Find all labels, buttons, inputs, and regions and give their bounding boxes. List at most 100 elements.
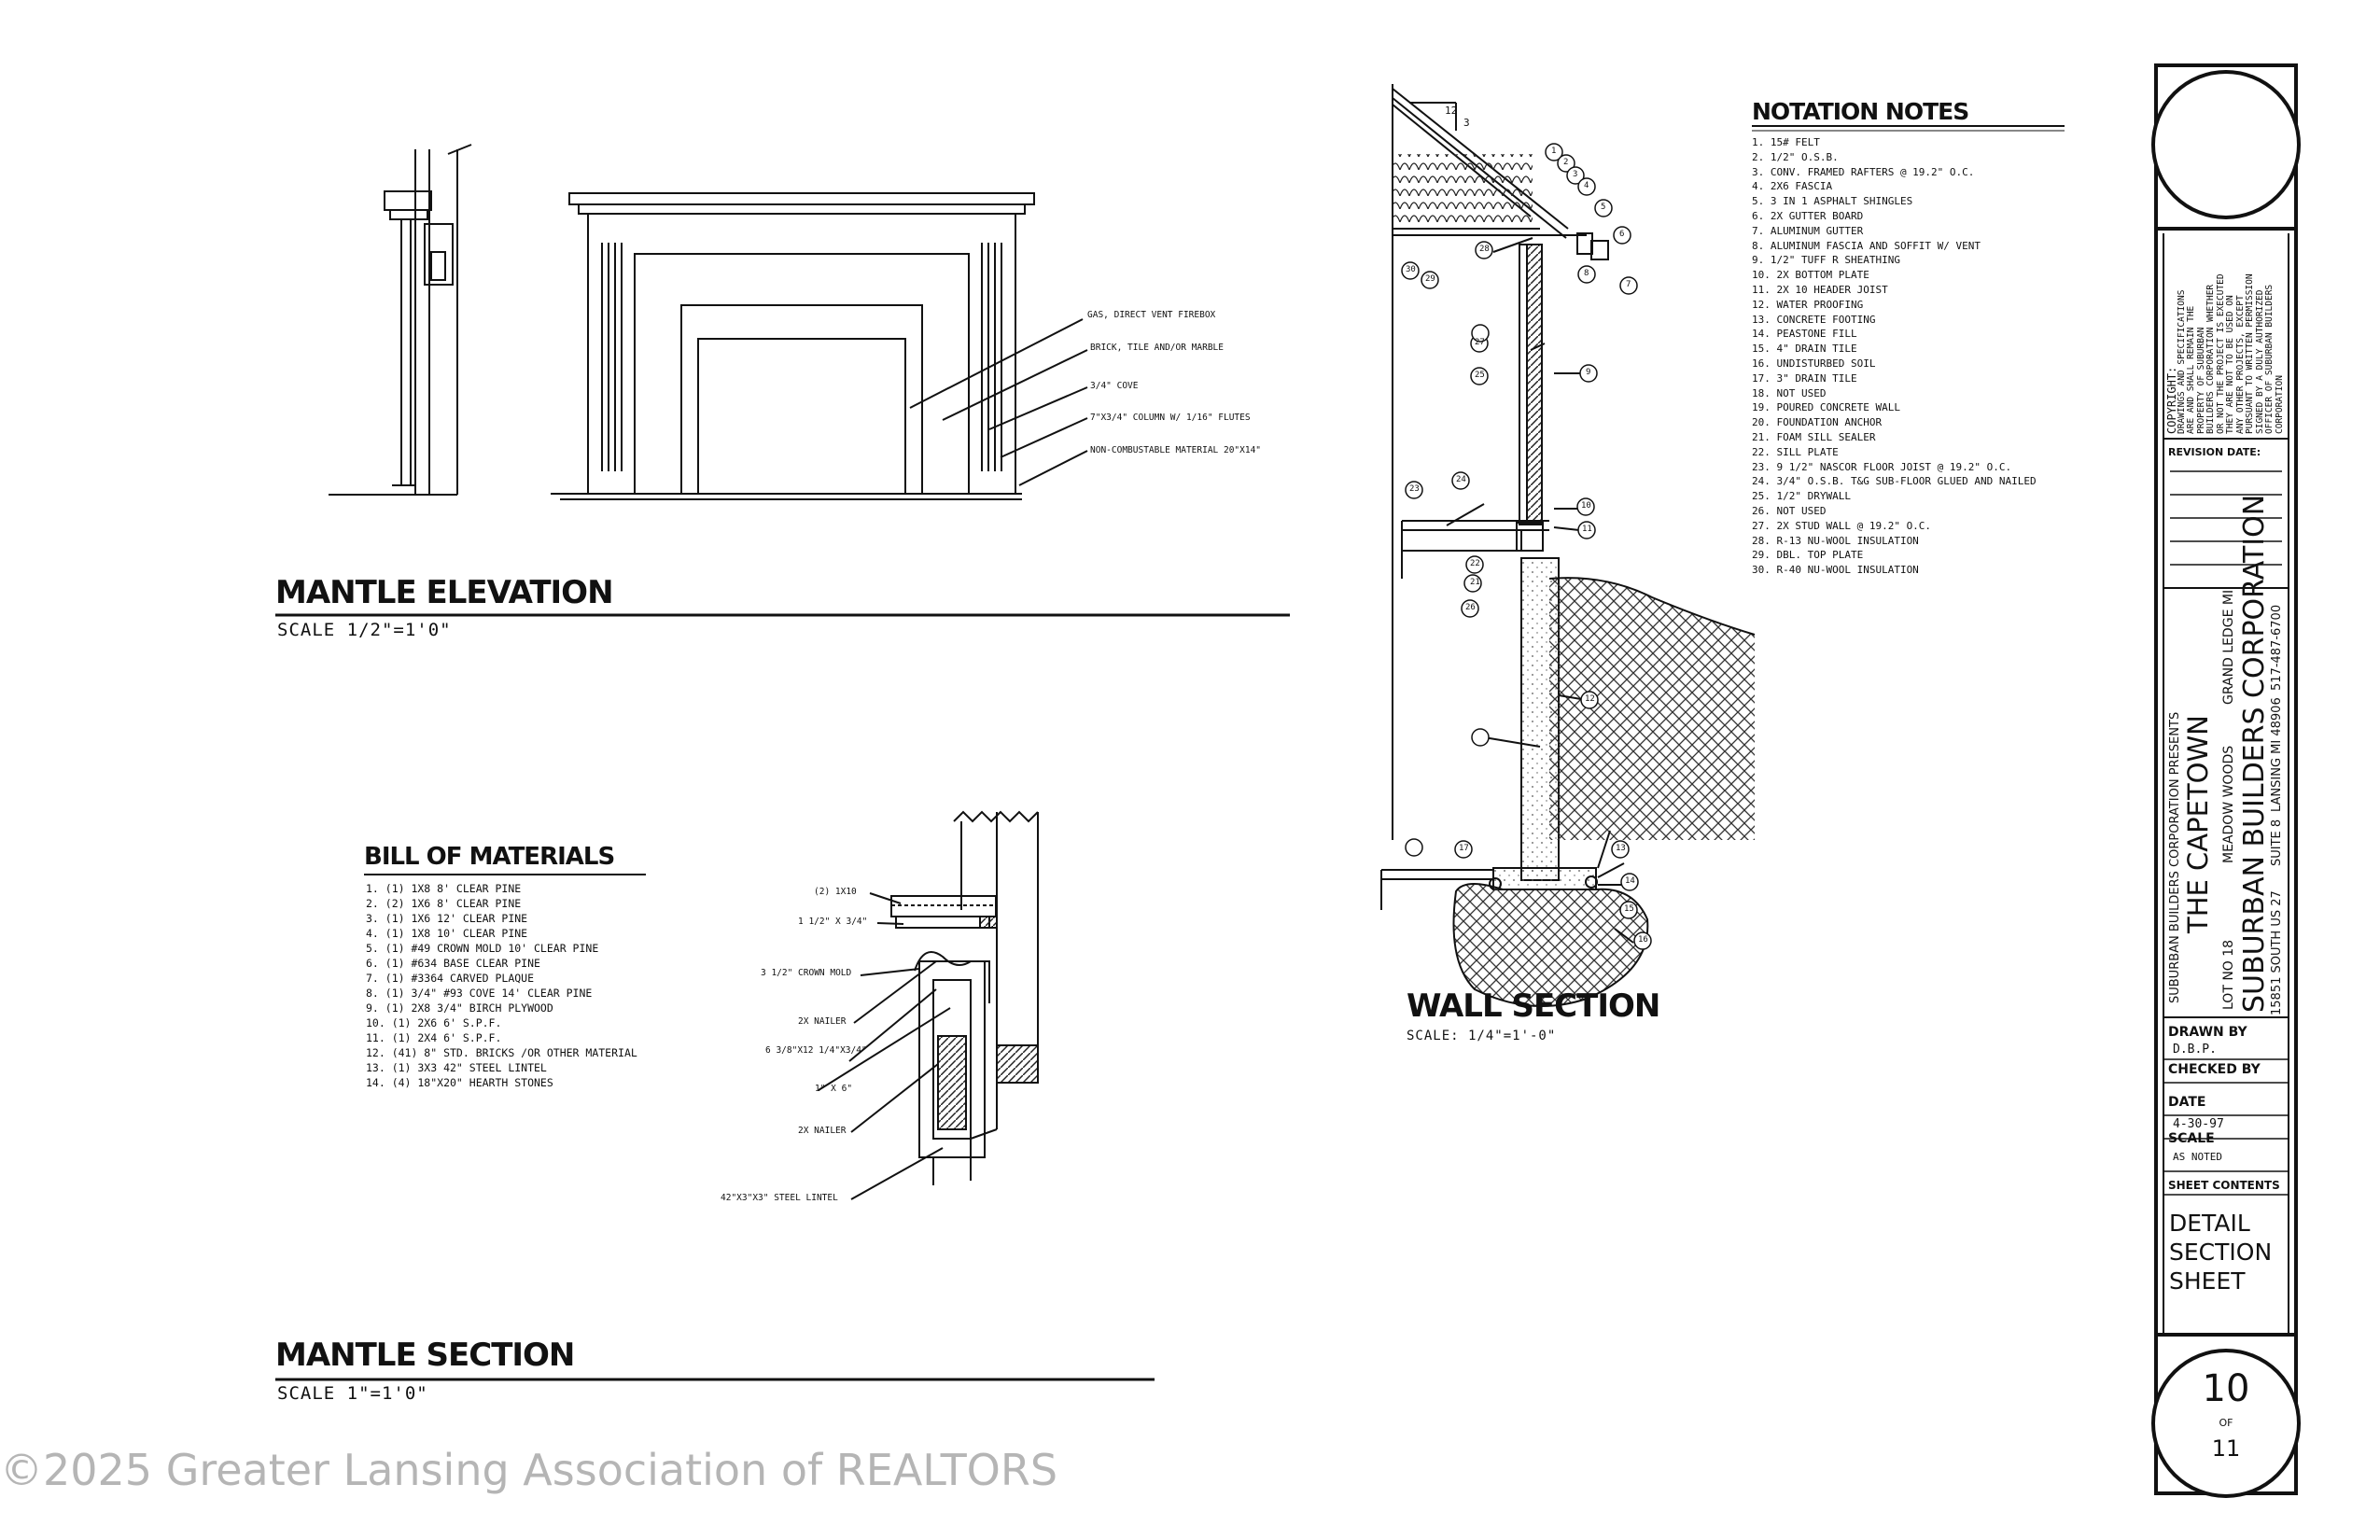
company-name: SUBURBAN BUILDERS CORPORATION (2238, 494, 2271, 1013)
marker-label: 24 (1456, 475, 1466, 484)
mantle-side-view (329, 144, 472, 496)
notation-notes-title: NOTATION NOTES (1752, 98, 1969, 125)
note-item: 28. R-13 NU-WOOL INSULATION (1752, 534, 1919, 547)
note-item: 11. 2X 10 HEADER JOIST (1752, 283, 1888, 296)
note-item: 27. 2X STUD WALL @ 19.2" O.C. (1752, 519, 1932, 532)
mantle-section-view (818, 810, 1039, 1200)
copyright-block: COPYRIGHT: DRAWINGS AND SPECIFICATIONS A… (2165, 273, 2285, 434)
note-item: 8. ALUMINUM FASCIA AND SOFFIT W/ VENT (1752, 239, 1981, 252)
copyright-line: THEY ARE NOT TO BE USED ON (2225, 295, 2235, 434)
notation-notes-list: 1. 15# FELT 2. 1/2" O.S.B. 3. CONV. FRAM… (1752, 135, 2037, 578)
mantle-front-view (551, 192, 1088, 500)
section-callout-nailer: 2X NAILER (798, 1016, 847, 1027)
callout-column: 7"X3/4" COLUMN W/ 1/16" FLUTES (1090, 413, 1251, 423)
marker-label: 3 (1573, 170, 1578, 179)
mantle-elevation-title: MANTLE ELEVATION (275, 574, 614, 611)
checked-by-label: CHECKED BY (2168, 1062, 2261, 1077)
drawn-by-label: DRAWN BY (2168, 1025, 2247, 1040)
marker-label: 15 (1624, 904, 1634, 914)
note-item: 21. FOAM SILL SEALER (1752, 430, 1876, 443)
bom-item: 12. (41) 8" STD. BRICKS /OR OTHER MATERI… (366, 1046, 637, 1059)
section-callout-crown: 3 1/2" CROWN MOLD (761, 968, 852, 978)
city-state: LANSING MI 48906 (2270, 697, 2284, 812)
sheet-of: OF (2219, 1417, 2233, 1429)
note-item: 24. 3/4" O.S.B. T&G SUB-FLOOR GLUED AND … (1752, 475, 2037, 488)
bom-item: 6. (1) #634 BASE CLEAR PINE (366, 957, 540, 970)
date-value: 4-30-97 (2173, 1117, 2224, 1131)
bom-item: 4. (1) 1X8 10' CLEAR PINE (366, 927, 528, 940)
note-item: 5. 3 IN 1 ASPHALT SHINGLES (1752, 195, 1913, 208)
bom-item: 13. (1) 3X3 42" STEEL LINTEL (366, 1061, 547, 1074)
marker-label: 5 (1601, 203, 1606, 212)
pitch-rise: 3 (1463, 117, 1470, 129)
date-label: DATE (2168, 1095, 2206, 1110)
note-item: 4. 2X6 FASCIA (1752, 180, 1833, 193)
section-callout-trim: 1 1/2" X 3/4" (798, 917, 868, 927)
bom-item: 7. (1) #3364 CARVED PLAQUE (366, 972, 535, 985)
marker-label: 14 (1625, 876, 1635, 886)
note-item: 2. 1/2" O.S.B. (1752, 150, 1839, 163)
marker-label: 11 (1582, 525, 1592, 534)
marker-label: 7 (1626, 280, 1631, 289)
marker-label: 2 (1563, 158, 1569, 167)
bom-item: 8. (1) 3/4" #93 COVE 14' CLEAR PINE (366, 987, 593, 1000)
note-item: 1. 15# FELT (1752, 136, 1820, 148)
marker-label: 17 (1459, 844, 1469, 853)
marker-label: 12 (1585, 694, 1595, 704)
note-item: 17. 3" DRAIN TILE (1752, 371, 1857, 385)
sheet-contents-line: SHEET (2169, 1267, 2246, 1295)
wall-section-scale: SCALE: 1/4"=1'-0" (1407, 1029, 1557, 1043)
callout-noncombustable: NON-COMBUSTABLE MATERIAL 20"X14" (1090, 445, 1262, 455)
note-item: 16. UNDISTURBED SOIL (1752, 357, 1876, 370)
note-item: 3. CONV. FRAMED RAFTERS @ 19.2" O.C. (1752, 165, 1975, 178)
note-item: 29. DBL. TOP PLATE (1752, 549, 1864, 562)
copyright-line: BUILDERS CORPORATION WHETHER (2205, 284, 2216, 434)
bom-item: 5. (1) #49 CROWN MOLD 10' CLEAR PINE (366, 942, 599, 955)
note-item: 22. SILL PLATE (1752, 445, 1839, 458)
marker-label: 13 (1616, 844, 1626, 853)
marker-label: 29 (1425, 274, 1435, 284)
marker-label: 25 (1475, 371, 1485, 380)
note-item: 6. 2X GUTTER BOARD (1752, 209, 1864, 222)
title-block-frame (2151, 63, 2301, 1498)
marker-label: 8 (1584, 269, 1589, 278)
drawn-by-value: D.B.P. (2173, 1043, 2217, 1057)
copyright-line: PURSUANT TO WRITTEN PERMISSION (2245, 273, 2255, 434)
sheet-total: 11 (2211, 1435, 2241, 1462)
copyright-line: CORPORATION (2274, 375, 2285, 434)
scale-value: AS NOTED (2173, 1151, 2222, 1163)
section-callout-plaque: 6 3/8"X12 1/4"X3/4" (765, 1045, 867, 1056)
bom-title: BILL OF MATERIALS (364, 843, 615, 871)
note-item: 15. 4" DRAIN TILE (1752, 343, 1857, 356)
bom-item: 3. (1) 1X6 12' CLEAR PINE (366, 912, 528, 925)
marker-label: 6 (1619, 230, 1625, 239)
bom-item: 9. (1) 2X8 3/4" BIRCH PLYWOOD (366, 1001, 553, 1015)
copyright-line: OFFICER OF SUBURBAN BUILDERS (2264, 284, 2275, 434)
marker-label: 16 (1638, 935, 1648, 945)
note-item: 10. 2X BOTTOM PLATE (1752, 269, 1869, 282)
marker-label: 9 (1586, 368, 1591, 377)
note-item: 9. 1/2" TUFF R SHEATHING (1752, 254, 1900, 267)
sheet-number: 10 (2202, 1367, 2250, 1410)
bom-list: 1. (1) 1X8 8' CLEAR PINE 2. (2) 1X6 8' C… (366, 881, 637, 1090)
note-item: 13. CONCRETE FOOTING (1752, 313, 1876, 326)
note-item: 23. 9 1/2" NASCOR FLOOR JOIST @ 19.2" O.… (1752, 460, 2012, 473)
wall-section-markers (1401, 143, 1652, 950)
section-callout-lintel: 42"X3"X3" STEEL LINTEL (721, 1193, 838, 1203)
watermark: ©2025 Greater Lansing Association of REA… (0, 1445, 1058, 1495)
city: GRAND LEDGE MI (2221, 589, 2236, 705)
note-item: 30. R-40 NU-WOOL INSULATION (1752, 564, 1919, 577)
callout-firebox: GAS, DIRECT VENT FIREBOX (1087, 310, 1216, 320)
presents-line: SUBURBAN BUILDERS CORPORATION PRESENTS (2168, 711, 2182, 1003)
subdivision: MEADOW WOODS (2221, 745, 2236, 863)
callout-cove: 3/4" COVE (1090, 381, 1139, 391)
marker-label: 10 (1581, 501, 1591, 511)
copyright-line: COPYRIGHT: (2165, 366, 2178, 434)
scale-label: SCALE (2168, 1131, 2215, 1146)
marker-label: 23 (1409, 484, 1420, 494)
note-item: 20. FOUNDATION ANCHOR (1752, 416, 1883, 429)
mantle-section-title: MANTLE SECTION (275, 1337, 575, 1374)
lot-number: LOT NO 18 (2221, 939, 2236, 1010)
marker-label: 27 (1475, 338, 1485, 347)
